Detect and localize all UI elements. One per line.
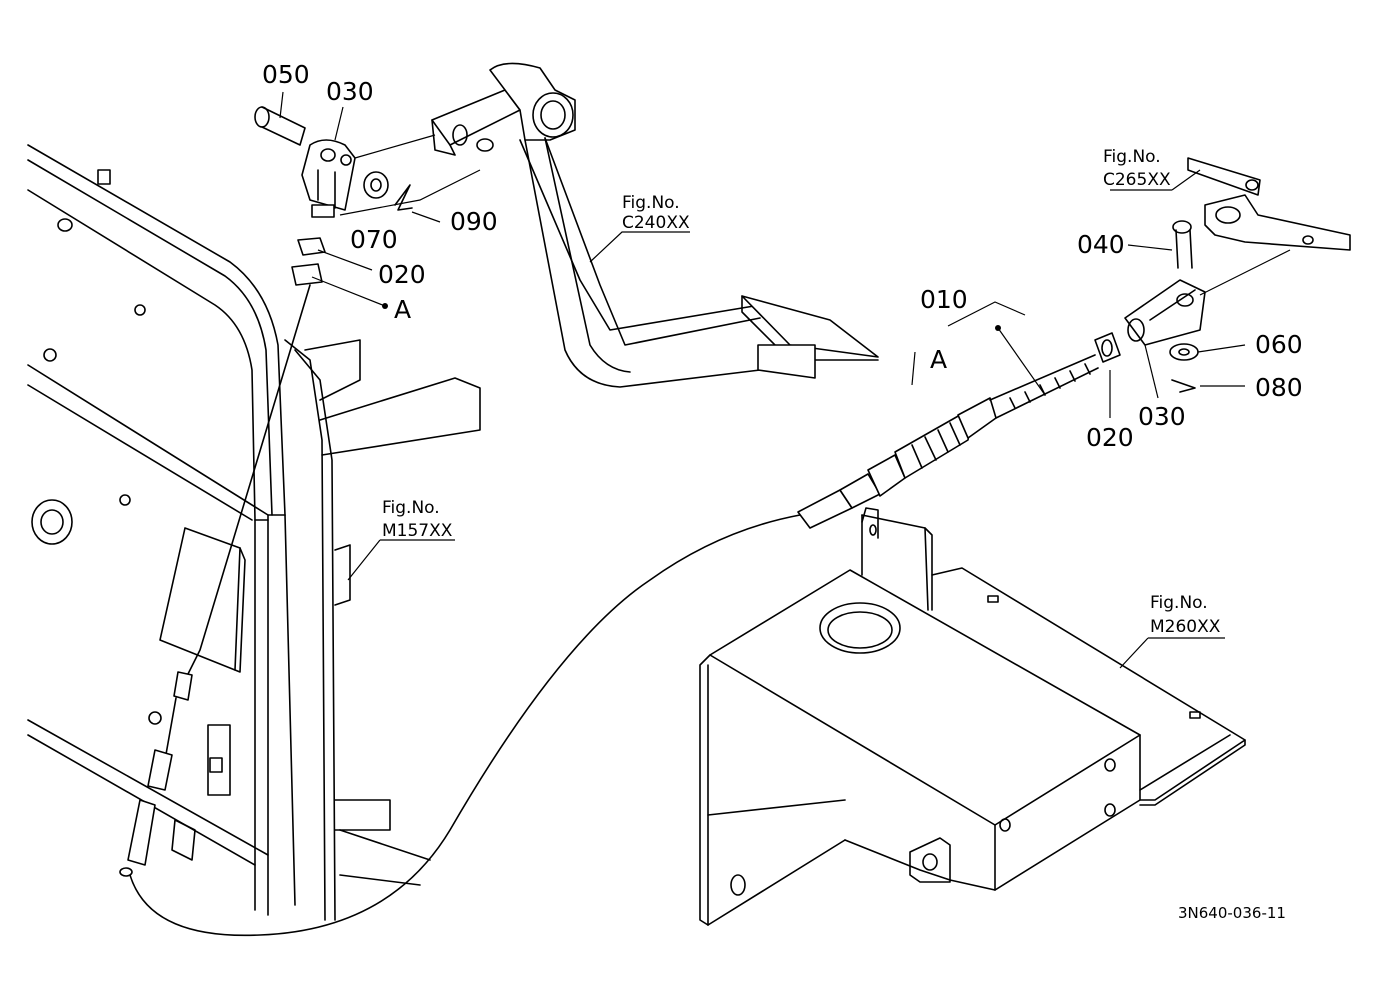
support-bracket <box>699 507 1246 926</box>
callout-040: 040 <box>1077 230 1125 259</box>
figure-references: Fig.No. C240XX Fig.No. C265XX Fig.No. M1… <box>382 147 1221 637</box>
fig-ref-m157-line2: M157XX <box>382 521 453 541</box>
callout-labels: 050 030 070 090 020 A 010 A 040 060 080 … <box>262 60 1303 452</box>
fig-ref-m260-line2: M260XX <box>1150 617 1221 637</box>
cable-assembly <box>129 157 1351 937</box>
fig-ref-c240-line2: C240XX <box>622 213 690 233</box>
fig-ref-c265-line1: Fig.No. <box>1103 147 1161 167</box>
callout-a-box: A <box>930 345 947 374</box>
leader-lines <box>279 91 1246 669</box>
fig-ref-m157-line1: Fig.No. <box>382 498 440 518</box>
frame-assembly <box>27 144 481 921</box>
top-clevis-assembly <box>119 106 413 877</box>
callout-030-top: 030 <box>326 77 374 106</box>
callout-a-point: A <box>394 295 411 324</box>
fig-ref-c240-line1: Fig.No. <box>622 193 680 213</box>
callout-010: 010 <box>920 285 968 314</box>
callout-070: 070 <box>350 225 398 254</box>
callout-080: 080 <box>1255 373 1303 402</box>
brake-pedal <box>431 62 879 388</box>
callout-050: 050 <box>262 60 310 89</box>
callout-020-right: 020 <box>1086 423 1134 452</box>
callout-020-top: 020 <box>378 260 426 289</box>
callout-090: 090 <box>450 207 498 236</box>
drawing-code: 3N640-036-11 <box>1178 904 1286 922</box>
fig-ref-c265-line2: C265XX <box>1103 170 1171 190</box>
callout-060: 060 <box>1255 330 1303 359</box>
fig-ref-m260-line1: Fig.No. <box>1150 593 1208 613</box>
callout-030-right: 030 <box>1138 402 1186 431</box>
